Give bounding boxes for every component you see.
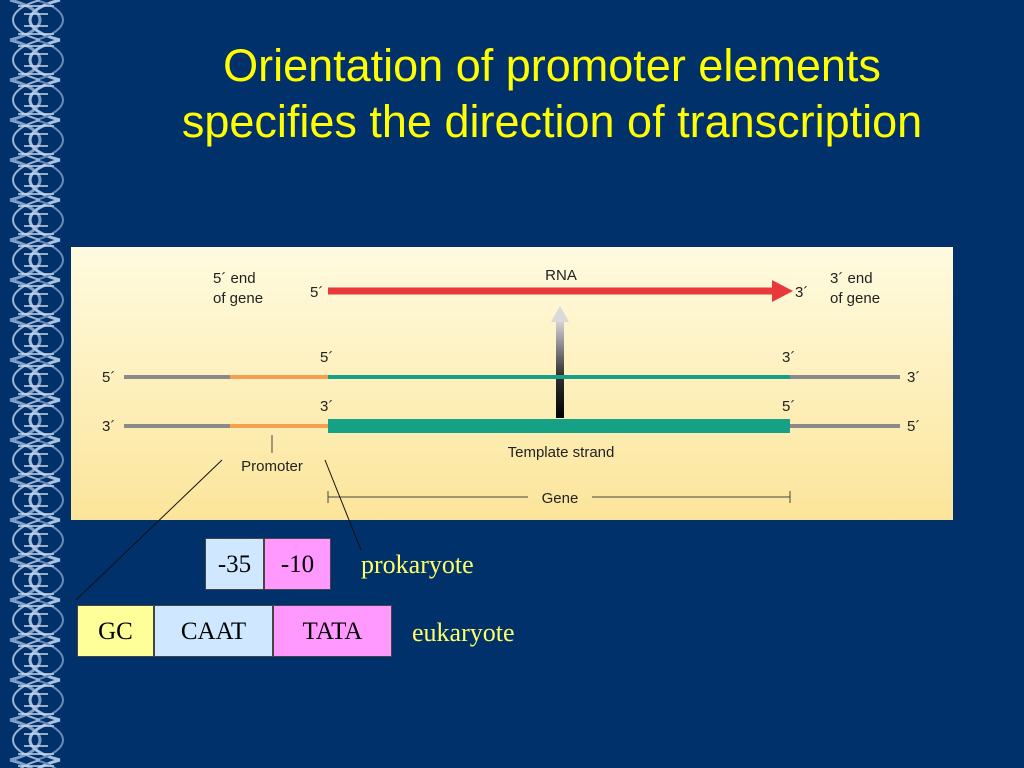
rna-5prime-label: 5´: [310, 284, 323, 301]
title-line-1: Orientation of promoter elements: [223, 40, 881, 91]
promoter-label: Promoter: [241, 458, 303, 475]
eukaryote-label: eukaryote: [412, 618, 515, 647]
slide-title: Orientation of promoter elements specifi…: [80, 38, 1024, 150]
rna-arrow-head: [772, 280, 793, 302]
three-prime-end-of-gene-line2: of gene: [830, 290, 880, 307]
bottom-strand-gene-start-label: 3´: [320, 398, 333, 415]
template-strand-label: Template strand: [508, 444, 615, 461]
rna-label: RNA: [545, 267, 577, 284]
eukaryote-box-tata: TATA: [273, 605, 392, 657]
gene-label: Gene: [542, 490, 579, 507]
prokaryote-box-minus10: -10: [264, 538, 331, 590]
bottom-strand-left-label: 3´: [102, 418, 115, 435]
five-prime-end-of-gene-line2: of gene: [213, 290, 263, 307]
transcription-start-arrow: [556, 320, 564, 418]
title-line-2: specifies the direction of transcription: [181, 96, 923, 147]
bottom-strand-gene-end-label: 5´: [782, 398, 795, 415]
zoom-line-left: [75, 459, 223, 601]
bottom-strand-right-label: 5´: [907, 418, 920, 435]
rna-3prime-label: 3´: [795, 284, 808, 301]
top-strand-gene-end-label: 3´: [782, 349, 795, 366]
eukaryote-box-caat: CAAT: [154, 605, 273, 657]
transcription-start-arrowhead: [551, 306, 569, 322]
dna-helix-border: [0, 0, 80, 768]
zoom-line-right: [324, 459, 362, 551]
top-strand-left-label: 5´: [102, 369, 115, 386]
top-strand-right-label: 3´: [907, 369, 920, 386]
prokaryote-label: prokaryote: [361, 550, 474, 579]
eukaryote-box-gc: GC: [77, 605, 154, 657]
five-prime-end-of-gene-line1: 5´ end: [213, 270, 256, 287]
three-prime-end-of-gene-line1: 3´ end: [830, 270, 873, 287]
prokaryote-box-minus35: -35: [205, 538, 264, 590]
top-strand-gene-start-label: 5´: [320, 349, 333, 366]
